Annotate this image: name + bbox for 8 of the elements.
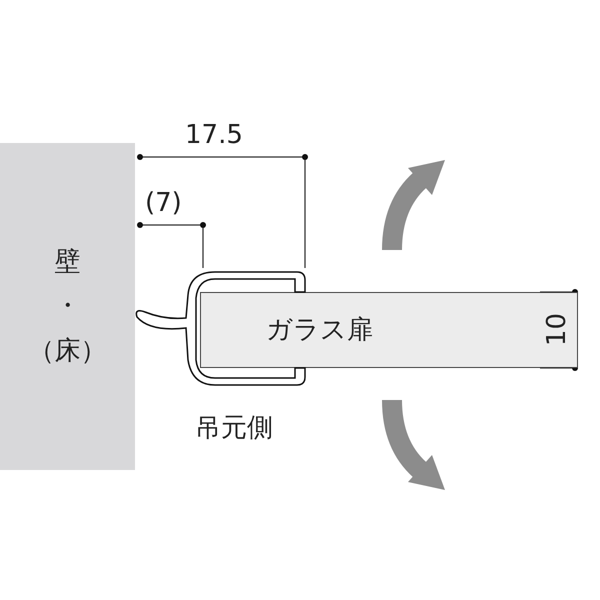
wall-section xyxy=(0,143,135,470)
side-label: 吊元側 xyxy=(195,415,273,441)
dimension-value: 10 xyxy=(544,313,570,346)
dimension-value: (7) xyxy=(145,190,182,216)
door-label: ガラス扉 xyxy=(266,314,373,347)
dimension-value: 17.5 xyxy=(185,122,243,148)
wall-label: 壁・（床） xyxy=(28,246,106,368)
glass-door xyxy=(200,292,578,368)
